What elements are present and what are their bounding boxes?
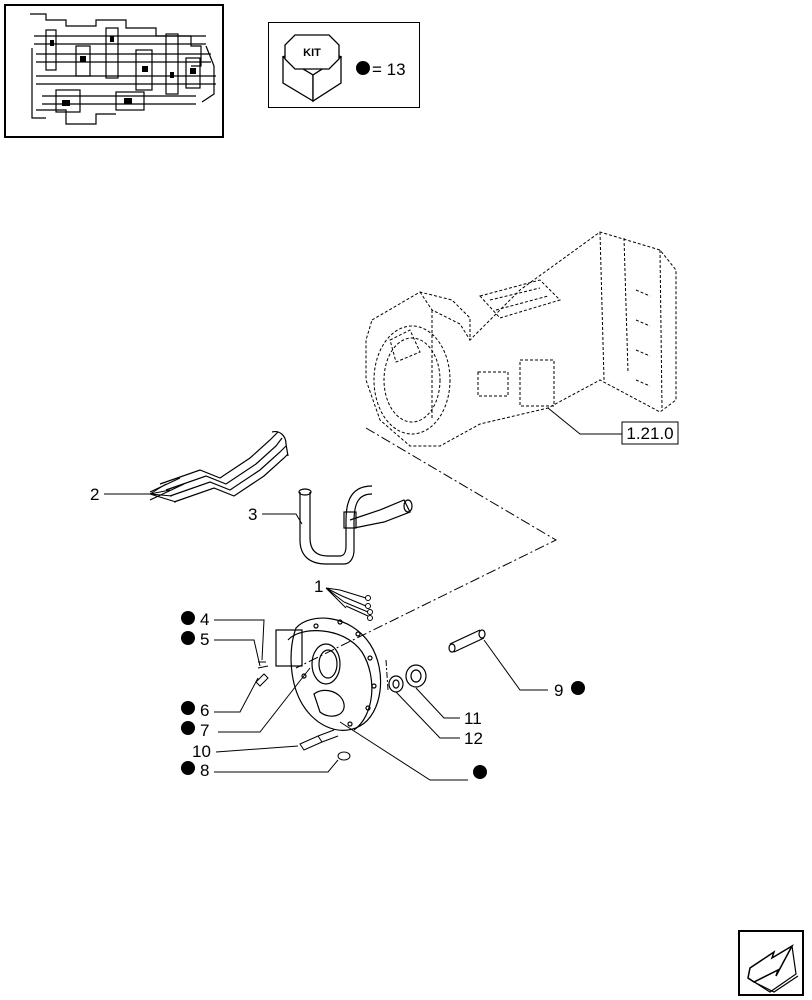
parts-4-5-6-fasteners bbox=[255, 661, 269, 687]
part-9-dowel-pin bbox=[448, 629, 486, 653]
part-8-o-ring bbox=[337, 751, 351, 761]
kit-dot-icon bbox=[356, 61, 370, 75]
kit-markers bbox=[181, 611, 585, 779]
callout-6: 6 bbox=[200, 701, 209, 720]
kit-legend-graphic: KIT = 13 bbox=[281, 34, 406, 103]
part-axis-line bbox=[385, 659, 389, 691]
flange-cover-plate bbox=[275, 617, 382, 731]
reference-label[interactable]: 1.21.0 bbox=[626, 424, 673, 443]
callout-7: 7 bbox=[200, 721, 209, 740]
part-11-seal-ring bbox=[405, 664, 427, 688]
transmission-housing bbox=[365, 231, 677, 447]
callout-9: 9 bbox=[554, 681, 563, 700]
callout-4: 4 bbox=[200, 610, 209, 629]
callout-8: 8 bbox=[200, 761, 209, 780]
part-2-pipe-bundle bbox=[149, 431, 289, 503]
kit-legend: KIT = 13 bbox=[268, 22, 420, 108]
callout-2: 2 bbox=[90, 485, 99, 504]
kit-cube-icon: KIT bbox=[281, 34, 343, 103]
part-3-bent-tube bbox=[298, 485, 413, 565]
callout-10: 10 bbox=[192, 742, 211, 761]
callout-1: 1 bbox=[314, 577, 323, 596]
assembly-centerline bbox=[295, 427, 558, 669]
part-10-bolt bbox=[299, 729, 339, 751]
callout-5: 5 bbox=[200, 630, 209, 649]
callout-leaders bbox=[104, 483, 548, 781]
transmission-section-thumbnail-icon bbox=[30, 13, 216, 125]
previous-page-button[interactable] bbox=[738, 930, 804, 996]
callout-12: 12 bbox=[464, 729, 483, 748]
previous-page-arrow-icon bbox=[747, 943, 799, 993]
reference-link-1-21-0[interactable]: 1.21.0 bbox=[621, 421, 679, 445]
callout-11: 11 bbox=[464, 709, 482, 728]
kit-equals-text: = 13 bbox=[372, 60, 406, 79]
reference-leader bbox=[547, 407, 622, 435]
part-1-pins bbox=[339, 589, 373, 621]
callout-3: 3 bbox=[248, 505, 257, 524]
kit-badge-text: KIT bbox=[303, 47, 321, 59]
assembly-thumbnail bbox=[4, 4, 224, 138]
part-12-washer bbox=[388, 675, 404, 693]
